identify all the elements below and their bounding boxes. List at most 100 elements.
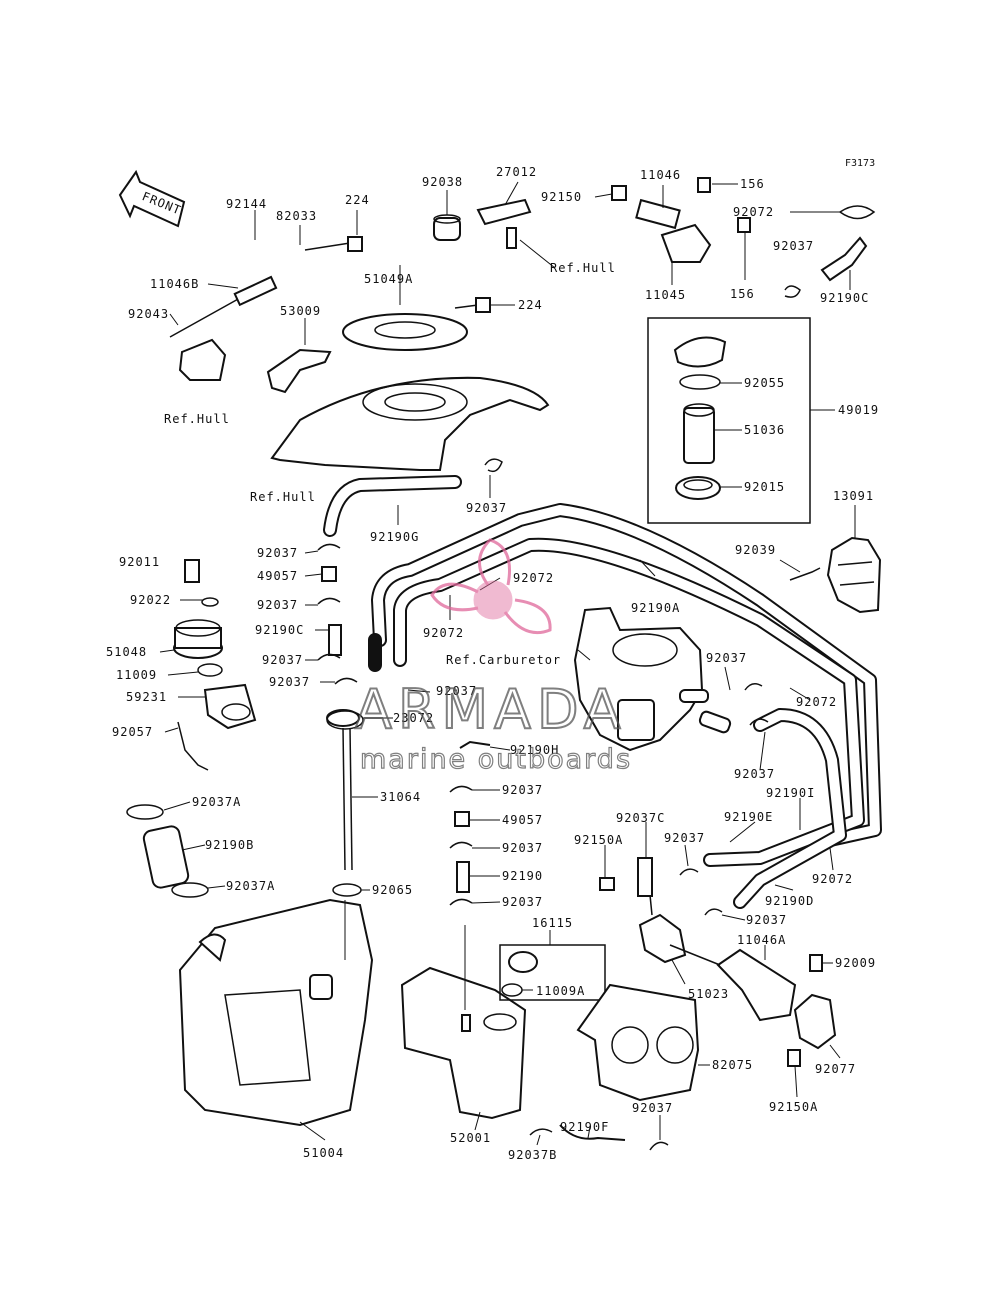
clip-92037-j bbox=[704, 908, 723, 916]
label-13091: 13091 bbox=[833, 489, 874, 503]
hose-92190f bbox=[559, 1124, 626, 1141]
label-92009: 92009 bbox=[835, 956, 876, 970]
label-49019: 49019 bbox=[838, 403, 879, 417]
clip-92037-c bbox=[317, 653, 341, 661]
label-51036: 51036 bbox=[744, 423, 785, 437]
label-51048: 51048 bbox=[106, 645, 147, 659]
label-92037-c: 92037 bbox=[262, 653, 303, 667]
label-92037b: 92037B bbox=[508, 1148, 557, 1162]
watermark-brand: ARMADA bbox=[355, 678, 627, 741]
clip-92037-hull bbox=[484, 458, 503, 473]
label-92037-hull: 92037 bbox=[466, 501, 507, 515]
gauge-sender-31064 bbox=[326, 709, 362, 897]
leader-lines bbox=[159, 181, 856, 1146]
grommet-92038 bbox=[433, 214, 461, 241]
clip-92037-e bbox=[449, 785, 473, 793]
label-92150a-upper: 92150A bbox=[574, 833, 623, 847]
label-92190b: 92190B bbox=[205, 838, 254, 852]
label-92037a-upper: 92037A bbox=[192, 795, 241, 809]
label-51004: 51004 bbox=[303, 1146, 344, 1160]
label-92015: 92015 bbox=[744, 480, 785, 494]
label-92072-left: 92072 bbox=[423, 626, 464, 640]
shroud-13091 bbox=[826, 536, 882, 614]
label-92190e: 92190E bbox=[724, 810, 773, 824]
label-92022: 92022 bbox=[130, 593, 171, 607]
bracket-11046a bbox=[716, 948, 797, 1022]
gasket-11009 bbox=[197, 663, 223, 677]
label-92190c-mid: 92190C bbox=[255, 623, 304, 637]
label-11009: 11009 bbox=[116, 668, 157, 682]
hull-cover bbox=[270, 376, 550, 471]
label-ref-carburetor: Ref.Carburetor bbox=[446, 653, 561, 667]
damper-92077 bbox=[793, 993, 837, 1050]
stud-ref-hull bbox=[506, 227, 517, 249]
label-92037-f: 92037 bbox=[734, 767, 775, 781]
label-92037-top: 92037 bbox=[773, 239, 814, 253]
clip-92037-b bbox=[317, 597, 341, 605]
label-92037-carb: 92037 bbox=[706, 651, 747, 665]
label-92190a: 92190A bbox=[631, 601, 680, 615]
label-92190f: 92190F bbox=[560, 1120, 609, 1134]
oil-tank-52001 bbox=[400, 966, 527, 1120]
strap-92057 bbox=[177, 721, 209, 771]
gasket-27012 bbox=[476, 198, 532, 226]
fitting-49057-lower bbox=[454, 811, 470, 827]
clip-92037-a bbox=[317, 543, 341, 551]
carburetor-ref bbox=[573, 606, 732, 752]
fuel-tank-51004 bbox=[178, 898, 374, 1127]
filter-bracket-11045 bbox=[660, 223, 712, 263]
label-92144: 92144 bbox=[226, 197, 267, 211]
label-92011: 92011 bbox=[119, 555, 160, 569]
fitting-49057-upper bbox=[321, 566, 337, 582]
label-53009: 53009 bbox=[280, 304, 321, 318]
bolt-92150 bbox=[611, 185, 627, 201]
label-92190g: 92190G bbox=[370, 530, 419, 544]
fuel-filter-assembly-49019 bbox=[647, 317, 811, 524]
rod-92043 bbox=[169, 297, 241, 338]
front-direction-arrow: FRONT bbox=[118, 169, 186, 228]
clip-92037-l bbox=[749, 718, 769, 726]
label-92037-i: 92037 bbox=[502, 841, 543, 855]
label-11046a: 11046A bbox=[737, 933, 786, 947]
part-number-labels: 92144 82033 224 92038 27012 92150 11046 … bbox=[106, 165, 879, 1162]
hose-92190 bbox=[456, 861, 470, 893]
label-92055: 92055 bbox=[744, 376, 785, 390]
label-49057-upper: 49057 bbox=[257, 569, 298, 583]
label-92150: 92150 bbox=[541, 190, 582, 204]
label-ref-hull-cover: Ref.Hull bbox=[250, 490, 316, 504]
label-27012: 27012 bbox=[496, 165, 537, 179]
label-92065: 92065 bbox=[372, 883, 413, 897]
label-16115: 16115 bbox=[532, 916, 573, 930]
bolt-92011 bbox=[184, 559, 200, 583]
label-92038: 92038 bbox=[422, 175, 463, 189]
label-92037c: 92037C bbox=[616, 811, 665, 825]
label-224-middle: 224 bbox=[518, 298, 543, 312]
watermark-tagline: marine outboards bbox=[360, 744, 632, 775]
label-92072-lower: 92072 bbox=[812, 872, 853, 886]
label-92190: 92190 bbox=[502, 869, 543, 883]
clip-92037-k bbox=[744, 683, 763, 691]
label-92072-mid: 92072 bbox=[513, 571, 554, 585]
label-49057-lower: 49057 bbox=[502, 813, 543, 827]
watermark: ARMADA marine outboards bbox=[354, 538, 632, 776]
label-92043: 92043 bbox=[128, 307, 169, 321]
label-92190i: 92190I bbox=[766, 786, 815, 800]
label-92037-e: 92037 bbox=[436, 684, 477, 698]
label-23072: 23072 bbox=[393, 711, 434, 725]
label-82075: 82075 bbox=[712, 1058, 753, 1072]
hose-92190c-top bbox=[820, 236, 868, 282]
label-92037-b: 92037 bbox=[257, 598, 298, 612]
label-92072-top: 92072 bbox=[733, 205, 774, 219]
label-51023: 51023 bbox=[688, 987, 729, 1001]
hose-92190c-mid bbox=[328, 624, 342, 656]
mount-bracket-left bbox=[178, 338, 227, 381]
bolt-156-top bbox=[697, 177, 711, 193]
plate-11046 bbox=[635, 198, 681, 230]
figure-code: F3173 bbox=[845, 158, 875, 169]
clip-92037-i bbox=[679, 868, 699, 876]
hose-92190b bbox=[126, 804, 209, 898]
clip-92037-g bbox=[449, 898, 473, 906]
label-59231: 59231 bbox=[126, 690, 167, 704]
washer-92022 bbox=[201, 597, 219, 607]
